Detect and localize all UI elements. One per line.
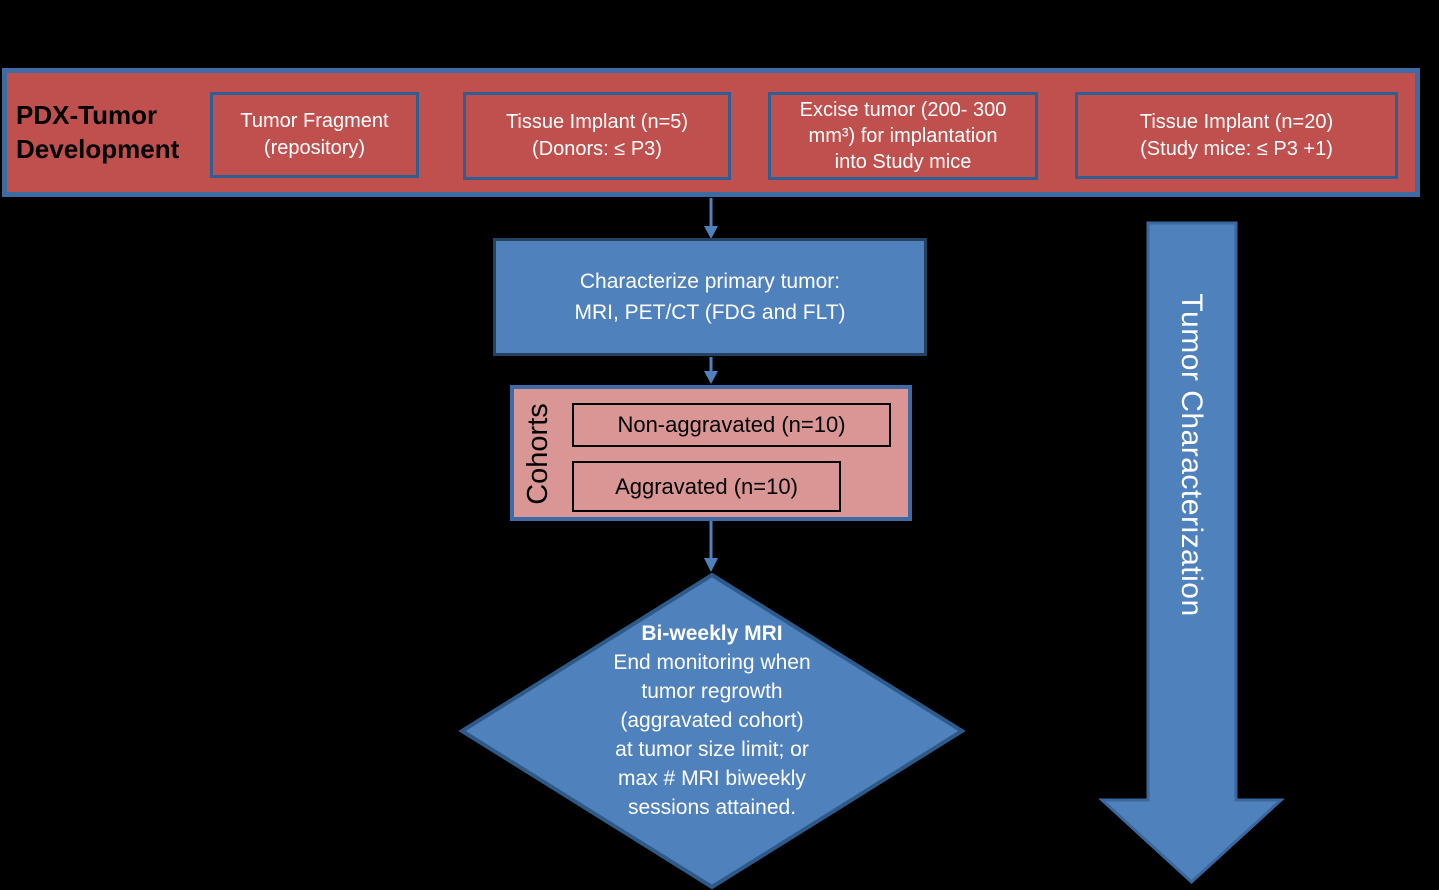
tissue-implant-donors-line2: (Donors: ≤ P3) bbox=[532, 138, 662, 160]
diamond-title: Bi-weekly MRI bbox=[641, 622, 783, 645]
diamond-line2: tumor regrowth bbox=[641, 680, 783, 703]
flow-arrow-down-3 bbox=[704, 521, 718, 572]
non-aggravated-label: Non-aggravated (n=10) bbox=[617, 412, 846, 437]
characterize-line2: MRI, PET/CT (FDG and FLT) bbox=[574, 301, 846, 324]
flow-arrow-down-1 bbox=[704, 198, 718, 239]
excise-tumor-line2: mm³) for implantation bbox=[808, 125, 998, 147]
tumor-characterization-label: Tumor Characterization bbox=[1175, 293, 1208, 617]
banner-title-line1: PDX-Tumor bbox=[16, 100, 158, 130]
tissue-implant-donors-line1: Tissue Implant (n=5) bbox=[505, 111, 689, 133]
characterize-primary-tumor-box: Characterize primary tumor: MRI, PET/CT … bbox=[493, 238, 927, 356]
decision-diamond-text: Bi-weekly MRI End monitoring when tumor … bbox=[552, 619, 872, 822]
diamond-line5: max # MRI biweekly bbox=[618, 767, 806, 790]
tumor-fragment-box: Tumor Fragment (repository) bbox=[210, 92, 419, 178]
tissue-implant-study-line1: Tissue Implant (n=20) bbox=[1139, 110, 1334, 133]
banner-title-line2: Development bbox=[16, 134, 180, 164]
tumor-characterization-arrow-shape bbox=[1098, 221, 1285, 885]
tissue-implant-donors-box: Tissue Implant (n=5) (Donors: ≤ P3) bbox=[463, 92, 731, 180]
diamond-line3: (aggravated cohort) bbox=[620, 709, 804, 732]
decision-diamond-shape bbox=[458, 572, 966, 890]
excise-tumor-line3: into Study mice bbox=[834, 151, 972, 173]
aggravated-cohort-box: Aggravated (n=10) bbox=[572, 461, 841, 512]
characterize-line1: Characterize primary tumor: bbox=[579, 270, 841, 293]
aggravated-label: Aggravated (n=10) bbox=[615, 473, 798, 499]
tumor-fragment-line1: Tumor Fragment bbox=[240, 110, 389, 132]
excise-tumor-line1: Excise tumor (200- 300 bbox=[799, 99, 1007, 121]
diamond-line1: End monitoring when bbox=[613, 651, 811, 674]
tissue-implant-study-box: Tissue Implant (n=20) (Study mice: ≤ P3 … bbox=[1075, 92, 1398, 179]
tissue-implant-study-line2: (Study mice: ≤ P3 +1) bbox=[1140, 137, 1333, 160]
diamond-line6: sessions attained. bbox=[627, 796, 797, 819]
flow-arrow-down-2 bbox=[704, 357, 718, 384]
excise-tumor-box: Excise tumor (200- 300 mm³) for implanta… bbox=[768, 92, 1038, 180]
non-aggravated-cohort-box: Non-aggravated (n=10) bbox=[572, 403, 891, 447]
banner-title: PDX-Tumor Development bbox=[16, 98, 236, 166]
tumor-fragment-line2: (repository) bbox=[263, 137, 366, 159]
cohorts-label: Cohorts bbox=[522, 403, 554, 505]
diamond-line4: at tumor size limit; or bbox=[615, 738, 809, 761]
